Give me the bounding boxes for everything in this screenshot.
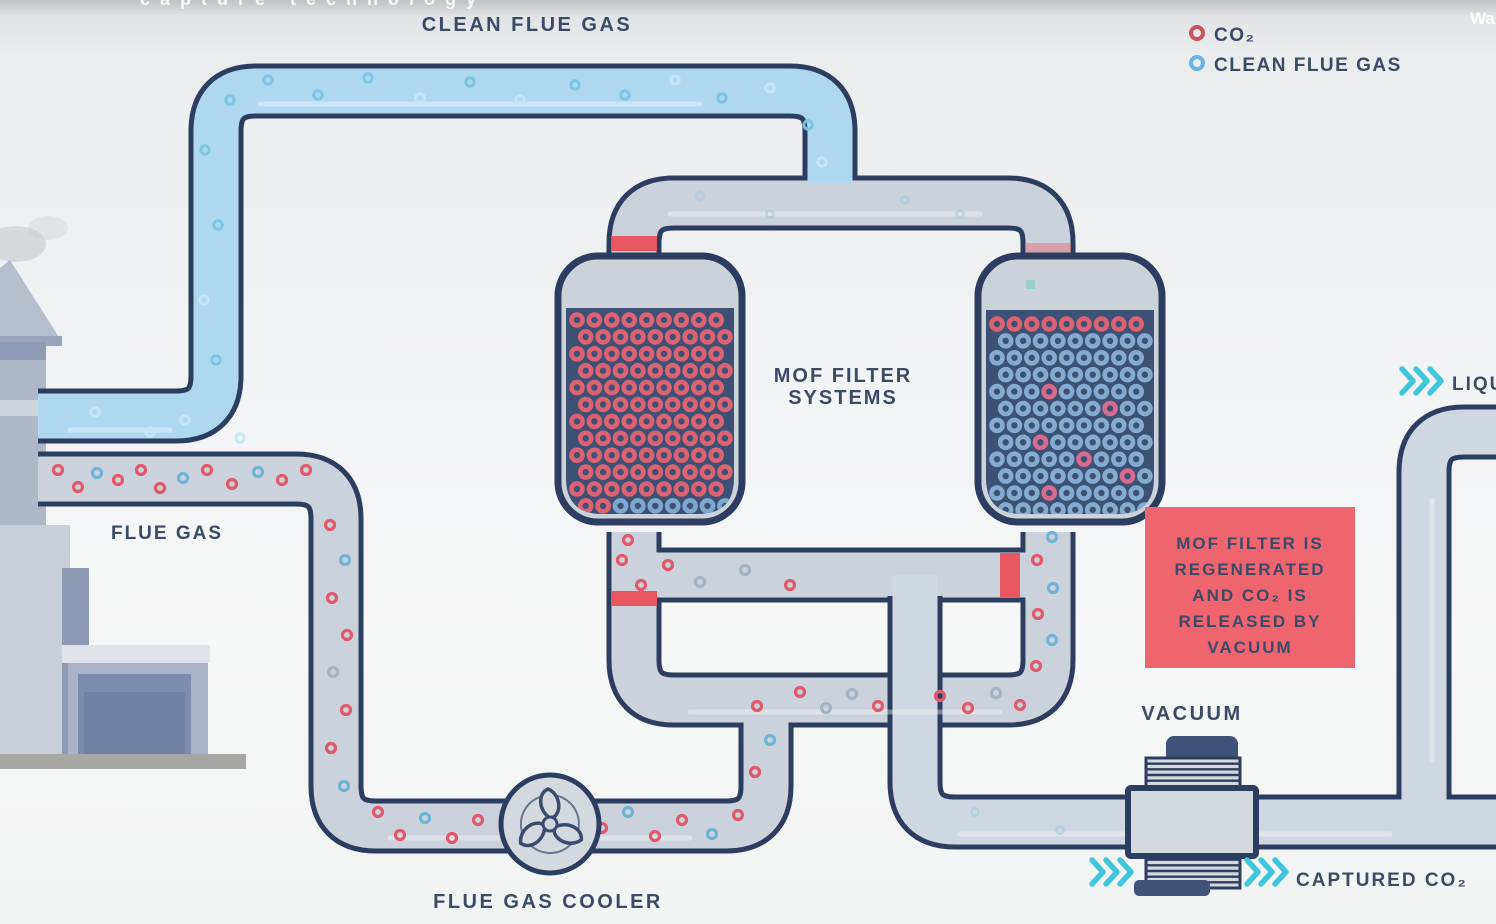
- infobox-line: MOF FILTER IS: [1176, 534, 1324, 553]
- mof-vessel-left: [558, 256, 742, 522]
- factory-main-building: [0, 525, 70, 760]
- vacuum-label: VACUUM: [1141, 703, 1242, 725]
- legend-co2-label: CO₂: [1214, 25, 1255, 46]
- flow-arrows-liquid-co2: [1402, 369, 1441, 393]
- video-title-fragment: capture technology: [140, 0, 486, 9]
- captured-co2-label: CAPTURED CO₂: [1296, 870, 1468, 891]
- vacuum-pump: [1128, 736, 1256, 896]
- flow-arrows-vacuum-inlet: [1092, 860, 1131, 884]
- infobox-regeneration: MOF FILTER IS REGENERATED AND CO₂ IS REL…: [1145, 507, 1355, 668]
- liquid-co2-label: LIQUID CO₂: [1452, 374, 1496, 395]
- flue-gas-label: FLUE GAS: [111, 523, 223, 544]
- factory-door: [84, 692, 185, 760]
- mof-filter-label-line2: SYSTEMS: [788, 387, 898, 409]
- mof-vessel-right: [978, 256, 1162, 522]
- legend-clean-label: CLEAN FLUE GAS: [1214, 55, 1402, 76]
- pump-body: [1128, 788, 1256, 856]
- flow-arrows-captured-co2: [1247, 860, 1286, 884]
- headspace-speck: [1026, 280, 1035, 289]
- infobox-line: VACUUM: [1207, 638, 1292, 657]
- flue-gas-cooler: [501, 775, 599, 873]
- legend-co2-icon: [1191, 27, 1203, 39]
- ground-strip: [0, 754, 246, 769]
- valve-left-vessel-lower: [611, 591, 657, 606]
- valve-crossover: [1000, 553, 1020, 597]
- clean-flue-gas-label: CLEAN FLUE GAS: [422, 14, 633, 36]
- infobox-line: RELEASED BY: [1179, 612, 1322, 631]
- legend-clean-icon: [1191, 57, 1203, 69]
- pump-bottom-cap: [1134, 880, 1210, 896]
- infobox-line: REGENERATED: [1174, 560, 1325, 579]
- valve-left-vessel-inlet: [611, 236, 657, 251]
- infobox-line: AND CO₂ IS: [1192, 586, 1307, 605]
- watch-later-fragment[interactable]: Wa: [1470, 9, 1495, 28]
- flue-gas-cooler-label: FLUE GAS COOLER: [433, 891, 663, 913]
- smoke-puffs: [0, 216, 68, 262]
- mof-filter-label-line1: MOF FILTER: [774, 365, 913, 387]
- factory-roof: [0, 260, 62, 342]
- legend: CO₂ CLEAN FLUE GAS: [1191, 25, 1402, 76]
- liquid-co2-pipe-fill: [1424, 432, 1496, 822]
- chimney-band: [0, 342, 46, 360]
- factory-low-roof: [62, 645, 210, 663]
